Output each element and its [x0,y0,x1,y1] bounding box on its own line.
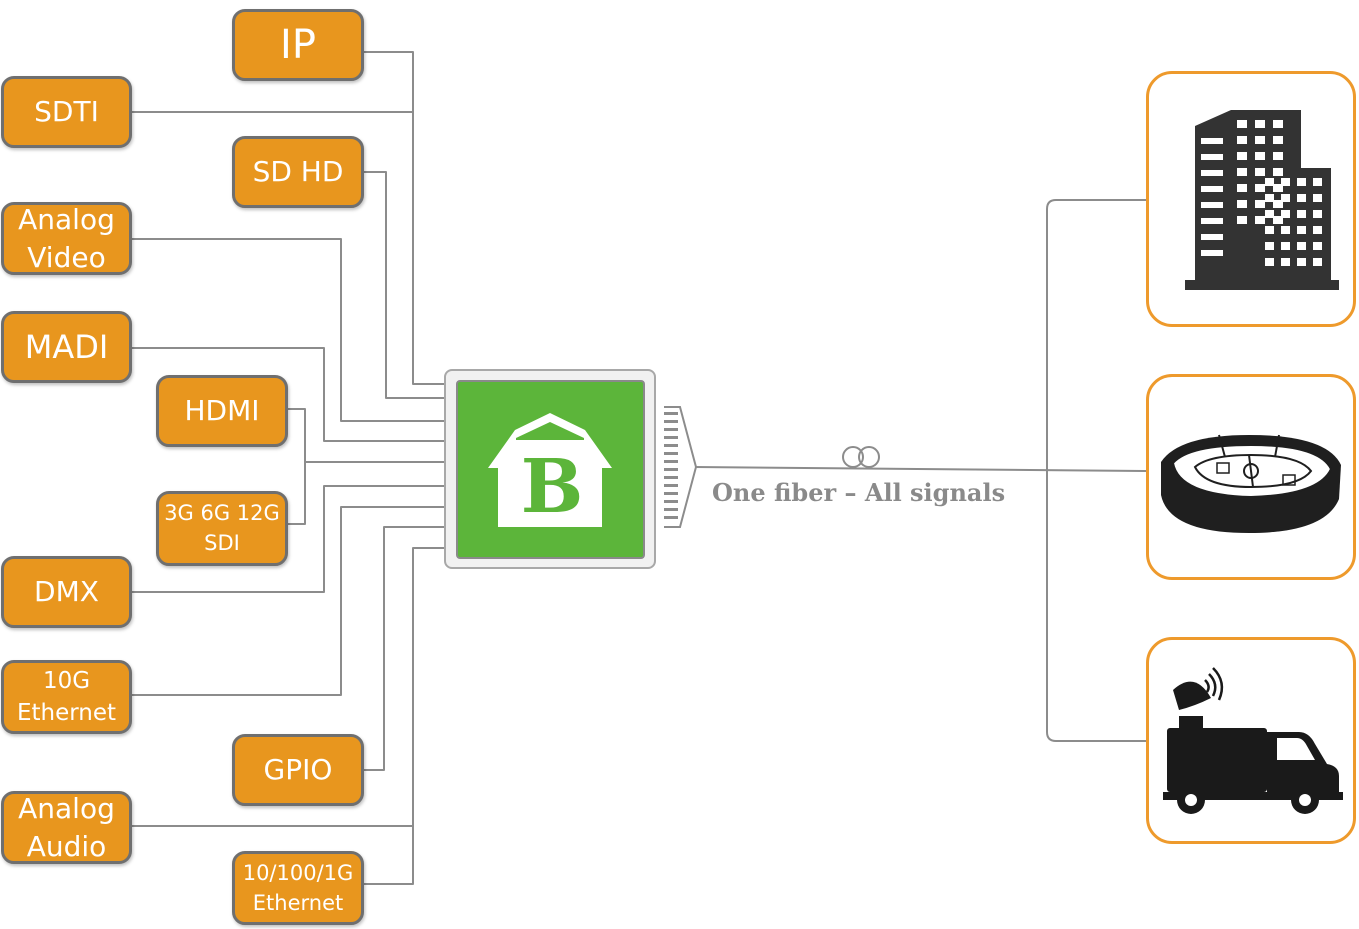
input-sd-hd-label: SD HD [252,154,344,188]
wire-1g-ethernet [364,547,444,885]
input-ip-label: IP [280,22,316,68]
input-analog-video-line1: Analog [18,202,115,236]
input-analog-audio-line2: Audio [26,829,107,863]
wire-gpio [364,526,444,771]
fiber-connector-icon [664,406,698,528]
input-1g-ethernet-line1: 10/100/1G [242,860,354,885]
destination-ob-van [1146,637,1356,844]
input-1g-ethernet: 10/100/1G Ethernet [232,851,364,925]
input-gpio: GPIO [232,734,364,806]
stadium-icon [1161,434,1341,533]
input-dmx: DMX [1,556,132,628]
input-analog-audio-line1: Analog [18,791,115,825]
destination-stadium [1146,374,1356,580]
input-10g-ethernet: 10G Ethernet [1,660,132,734]
wire-fiber [693,466,1147,472]
input-madi: MADI [1,311,132,383]
input-hdmi: HDMI [156,375,288,447]
fiber-loop-icon [842,446,880,468]
wire-sd-hd [364,171,444,399]
input-sdi: 3G 6G 12G SDI [156,491,288,566]
input-dmx-label: DMX [34,574,99,608]
ob-van-satellite-truck-icon [1163,667,1343,814]
input-analog-video-line2: Video [27,240,106,274]
input-madi-label: MADI [24,327,109,366]
input-gpio-label: GPIO [263,752,333,786]
input-ip: IP [232,9,364,81]
input-10g-ethernet-line2: Ethernet [16,700,117,726]
destination-building [1146,71,1356,327]
wire-madi [132,347,444,442]
input-analog-video: Analog Video [1,202,132,275]
wire-dmx [132,485,444,593]
input-sdi-line1: 3G 6G 12G [164,501,280,526]
wire-sdi [288,462,306,525]
device-face: B [456,380,645,559]
input-hdmi-label: HDMI [184,393,260,427]
input-sd-hd: SD HD [232,136,364,208]
input-analog-audio: Analog Audio [1,791,132,864]
input-sdti-label: SDTI [34,94,99,128]
wire-10g-ethernet [132,506,444,696]
wire-ip [364,51,444,385]
wire-analog-video [132,238,444,422]
wire-dest-bus [1046,199,1146,742]
input-10g-ethernet-line1: 10G [42,667,91,694]
input-1g-ethernet-line2: Ethernet [252,891,344,915]
wire-hdmi [288,408,444,463]
barn-b-logo-icon: B [488,413,612,530]
fiber-label: One fiber – All signals [712,478,1006,507]
input-sdi-line2: SDI [204,530,240,555]
office-building-icon [1185,110,1339,290]
device-logo-letter: B [521,444,584,530]
input-sdti: SDTI [1,76,132,148]
